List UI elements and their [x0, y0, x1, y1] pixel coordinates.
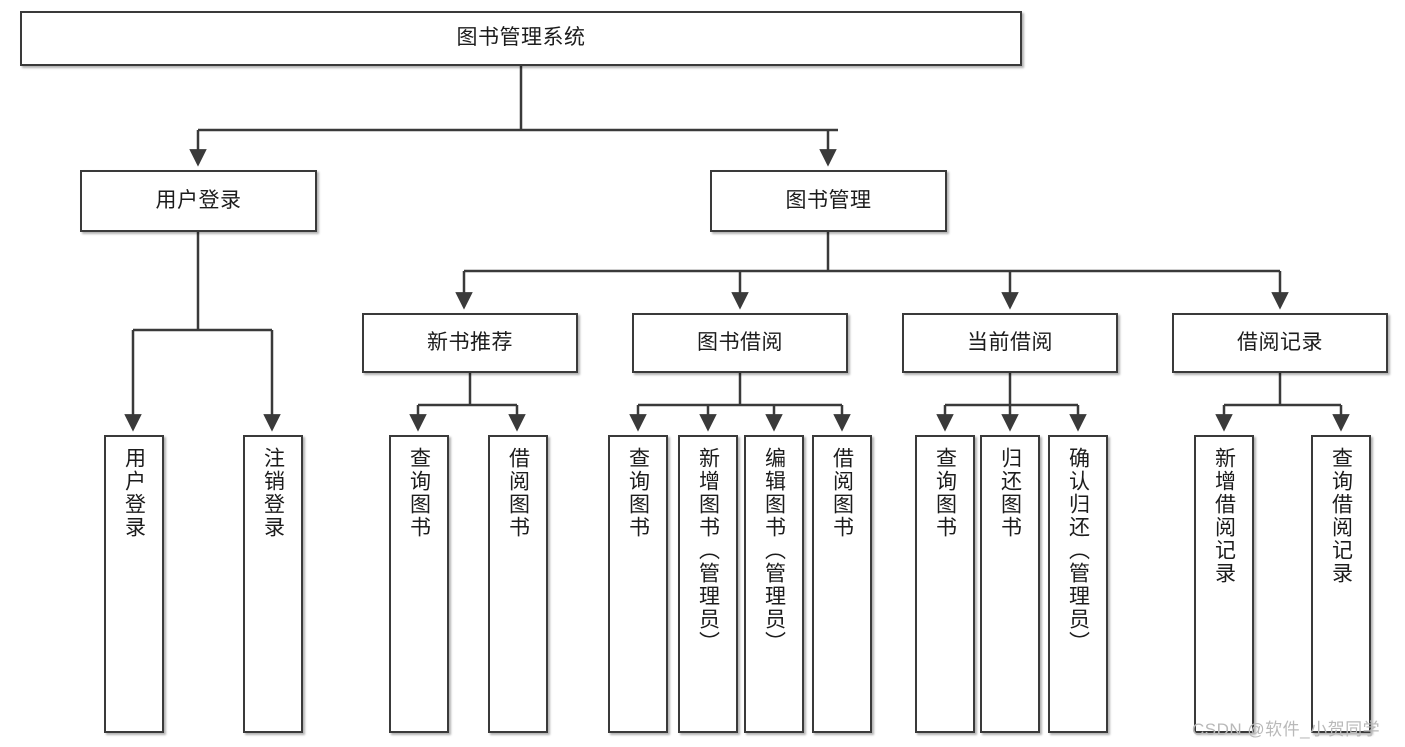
leaf-edit-book[interactable]: 编辑图书（管理员） [744, 435, 804, 733]
leaf-borrow-book-recommend[interactable]: 借阅图书 [488, 435, 548, 733]
node-label: 新增借阅记录 [1212, 447, 1236, 585]
node-label: 图书管理 [785, 188, 872, 212]
node-root-system[interactable]: 图书管理系统 [20, 11, 1022, 66]
node-label: 用户登录 [122, 447, 146, 539]
node-label: 归还图书 [998, 447, 1022, 539]
leaf-confirm-return[interactable]: 确认归还（管理员） [1048, 435, 1108, 733]
node-label: 借阅图书 [830, 447, 854, 539]
node-label: 图书管理系统 [456, 26, 586, 50]
leaf-add-book[interactable]: 新增图书（管理员） [678, 435, 738, 733]
leaf-borrow-book[interactable]: 借阅图书 [812, 435, 872, 733]
leaf-query-book-current[interactable]: 查询图书 [915, 435, 975, 733]
node-label: 图书借阅 [697, 330, 783, 354]
node-new-book-recommend[interactable]: 新书推荐 [362, 313, 578, 373]
node-label: 借阅图书 [506, 447, 530, 539]
node-label: 编辑图书（管理员） [762, 447, 786, 654]
node-label: 新增图书（管理员） [696, 447, 720, 654]
node-label: 当前借阅 [967, 330, 1053, 354]
node-label: 查询图书 [933, 447, 957, 539]
watermark-csdn: CSDN @软件_小贺同学 [1192, 720, 1381, 739]
node-borrow-record[interactable]: 借阅记录 [1172, 313, 1388, 373]
leaf-add-borrow-record[interactable]: 新增借阅记录 [1194, 435, 1254, 733]
leaf-return-book[interactable]: 归还图书 [980, 435, 1040, 733]
node-label: 用户登录 [155, 188, 242, 212]
node-label: 借阅记录 [1237, 330, 1323, 354]
node-label: 查询图书 [407, 447, 431, 539]
node-book-borrow[interactable]: 图书借阅 [632, 313, 848, 373]
leaf-logout-login[interactable]: 注销登录 [243, 435, 303, 733]
leaf-query-book-borrow[interactable]: 查询图书 [608, 435, 668, 733]
leaf-user-login[interactable]: 用户登录 [104, 435, 164, 733]
node-label: 注销登录 [261, 447, 285, 539]
node-label: 新书推荐 [427, 330, 513, 354]
node-current-borrow[interactable]: 当前借阅 [902, 313, 1118, 373]
node-label: 确认归还（管理员） [1066, 447, 1090, 654]
leaf-query-book-recommend[interactable]: 查询图书 [389, 435, 449, 733]
node-book-management[interactable]: 图书管理 [710, 170, 947, 232]
node-label: 查询图书 [626, 447, 650, 539]
leaf-query-borrow-record[interactable]: 查询借阅记录 [1311, 435, 1371, 733]
node-user-login[interactable]: 用户登录 [80, 170, 317, 232]
node-label: 查询借阅记录 [1329, 447, 1353, 585]
